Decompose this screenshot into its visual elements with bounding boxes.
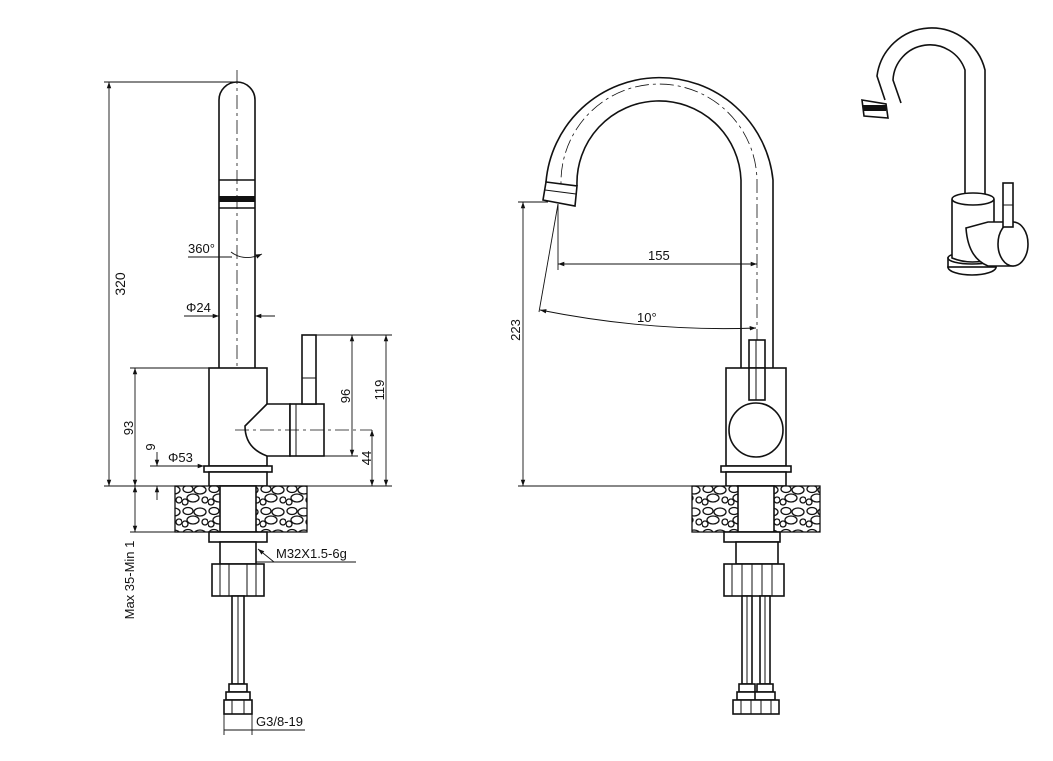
dim-thread-mount: M32X1.5-6g xyxy=(276,546,347,561)
dim-base-offset: 9 xyxy=(143,443,158,450)
dim-reach: 155 xyxy=(648,248,670,263)
side-lever xyxy=(301,334,317,405)
dim-spout-height: 223 xyxy=(508,319,523,341)
dim-handle-height: 119 xyxy=(372,380,387,401)
dim-lever-height: 96 xyxy=(338,389,353,403)
front-handle-disc xyxy=(728,402,784,458)
perspective-handle-disc xyxy=(997,221,1029,267)
dim-rotation: 360° xyxy=(188,241,215,256)
dim-tilt-angle: 10° xyxy=(637,310,657,325)
dim-body-height: 93 xyxy=(121,421,136,435)
perspective-view xyxy=(861,27,1029,276)
front-spout-inner xyxy=(576,100,742,368)
side-view: 320 360° Φ24 93 9 Φ53 96 119 xyxy=(104,70,392,735)
dim-handle-axis-height: 44 xyxy=(359,451,374,465)
dim-base-diameter: Φ53 xyxy=(168,450,193,465)
dim-hose-thread: G3/8-19 xyxy=(256,714,303,729)
dim-height-total: 320 xyxy=(112,272,128,296)
dim-mount-thickness: Max 35-Min 1 xyxy=(122,541,137,620)
perspective-spout xyxy=(876,27,986,195)
dim-tube-diameter: Φ24 xyxy=(186,300,211,315)
front-view: 223 155 10° xyxy=(508,76,821,715)
front-spout-outer xyxy=(545,76,774,368)
